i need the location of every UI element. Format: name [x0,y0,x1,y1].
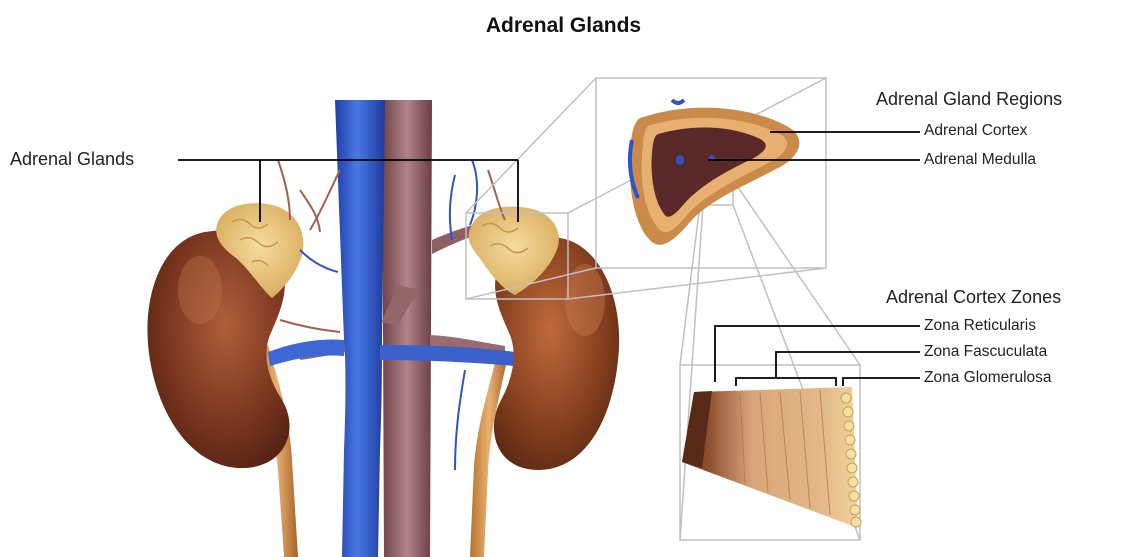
label-zona-glomerulosa: Zona Glomerulosa [924,369,1052,387]
label-adrenal-medulla: Adrenal Medulla [924,151,1036,169]
label-adrenal-cortex: Adrenal Cortex [924,122,1027,140]
heading-adrenal-gland-regions: Adrenal Gland Regions [876,89,1062,110]
adrenal-cross-section [630,100,800,245]
cortex-zones-section [682,387,861,528]
label-zona-reticularis: Zona Reticularis [924,317,1036,335]
heading-adrenal-cortex-zones: Adrenal Cortex Zones [886,287,1061,308]
label-zona-fasciculata: Zona Fascuculata [924,343,1047,361]
label-adrenal-glands: Adrenal Glands [10,149,134,170]
